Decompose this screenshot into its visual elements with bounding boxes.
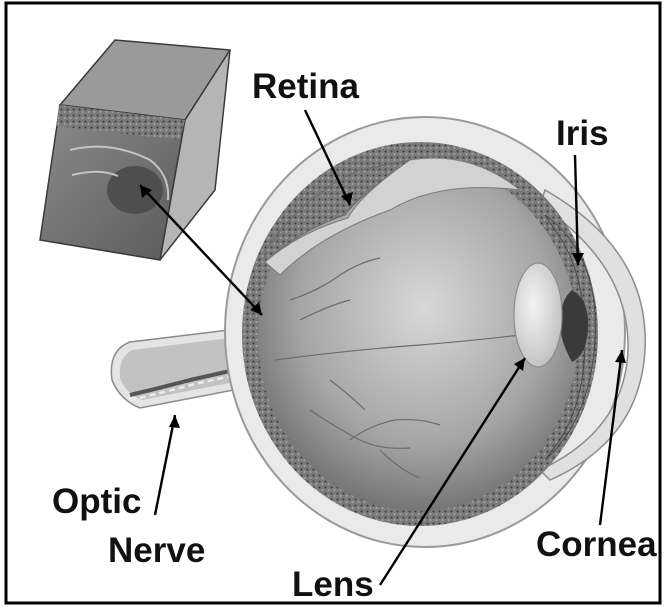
label-cornea: Cornea (536, 525, 657, 564)
label-optic-line1: Optic (52, 482, 141, 521)
label-retina: Retina (252, 67, 360, 106)
lens-shape (514, 263, 562, 367)
label-iris: Iris (556, 114, 609, 153)
label-optic-line2: Nerve (108, 531, 205, 570)
label-lens: Lens (292, 565, 374, 604)
